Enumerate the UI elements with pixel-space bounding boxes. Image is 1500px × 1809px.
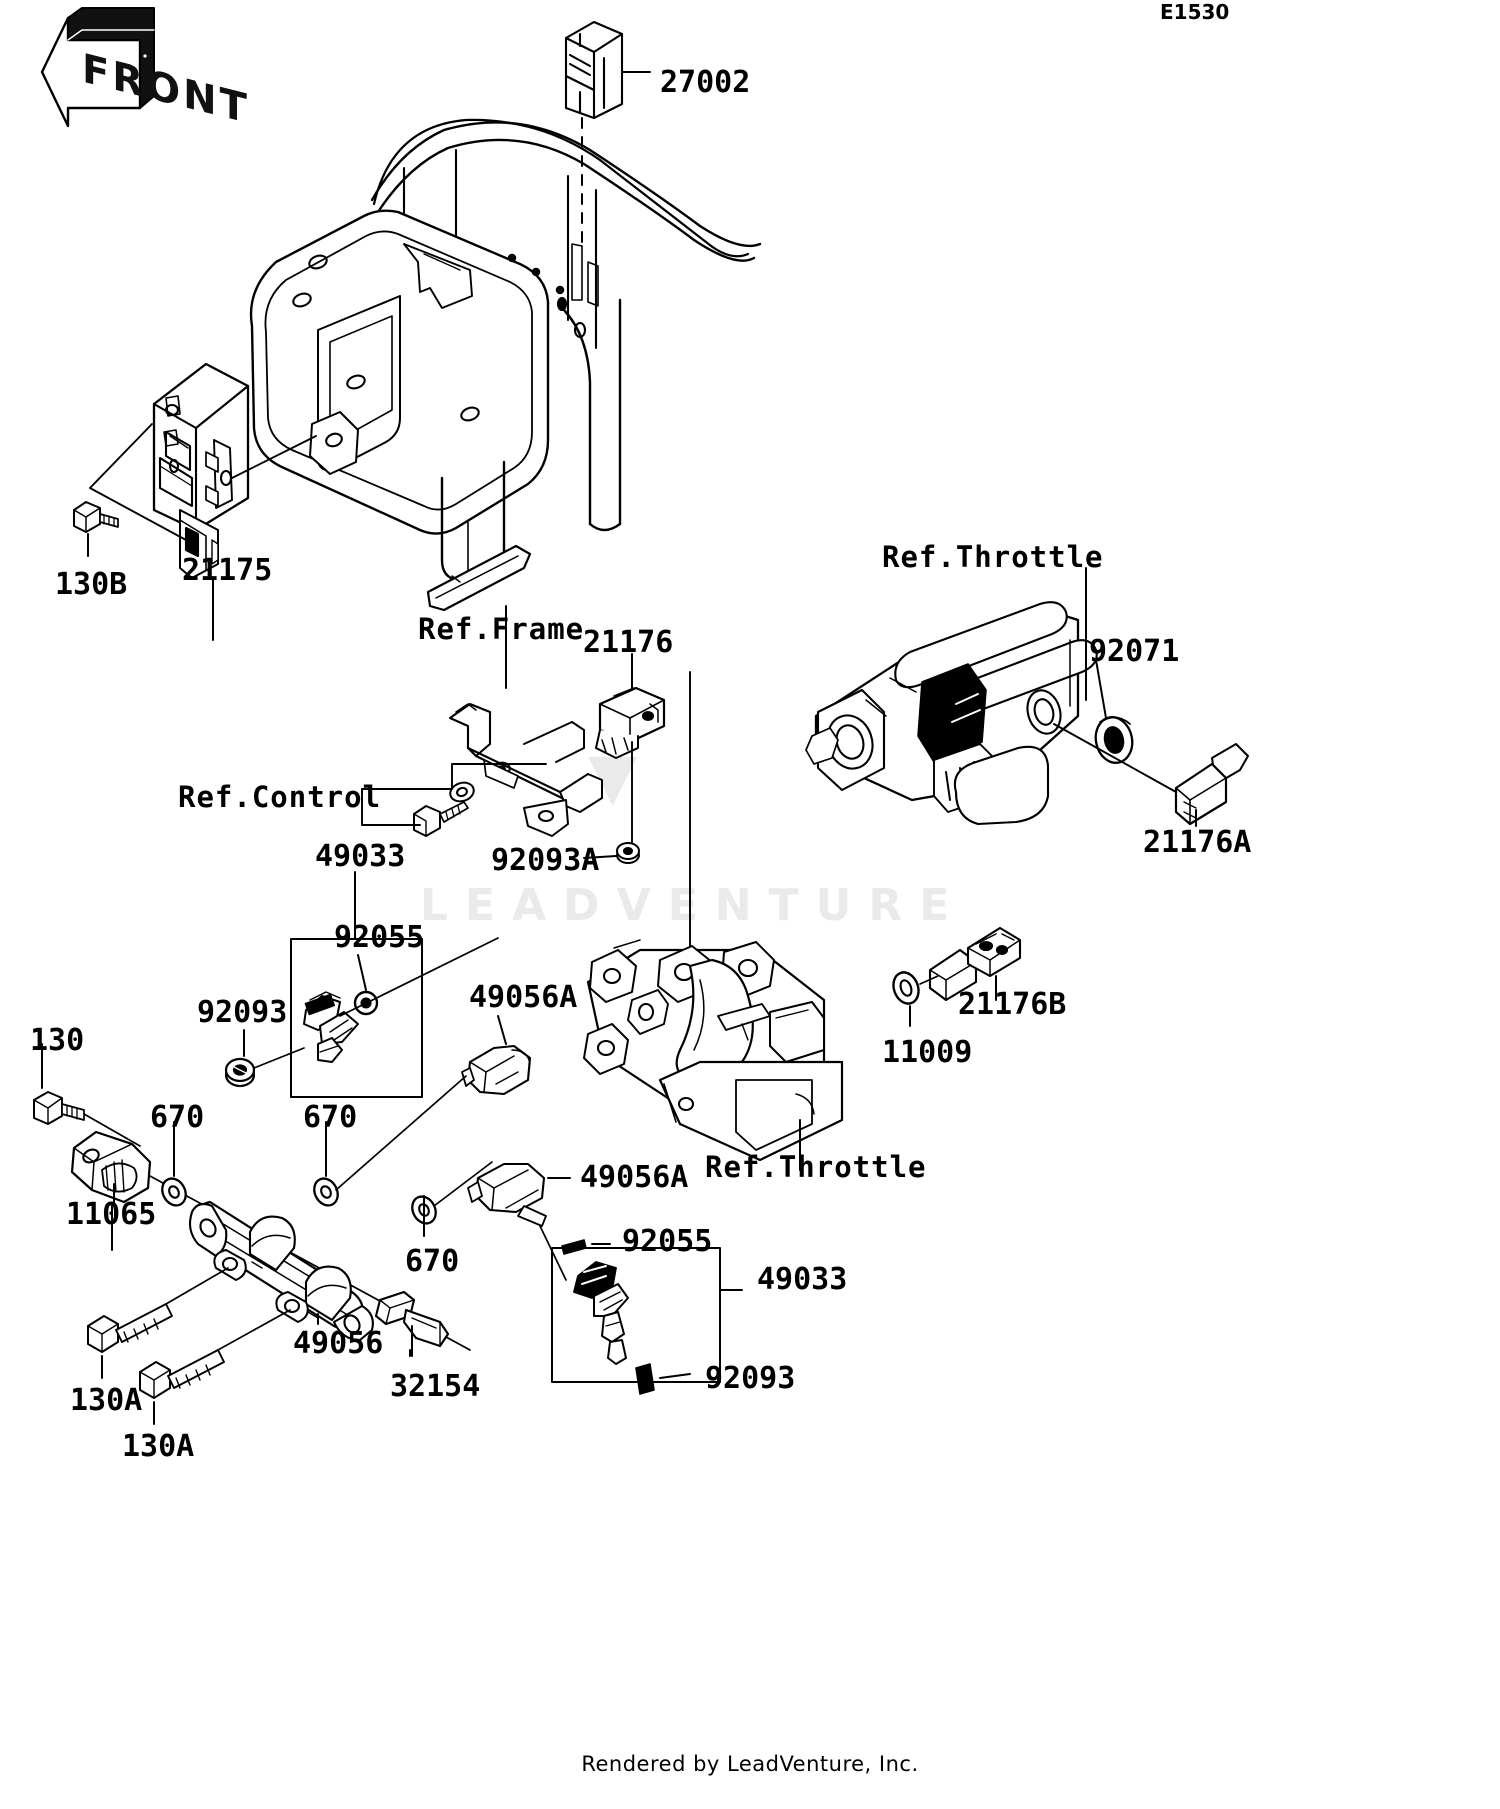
callout-92093a: 92093A bbox=[491, 843, 600, 878]
oring-670-2 bbox=[313, 1177, 339, 1207]
oring-92055-lower bbox=[561, 1239, 587, 1255]
injector-49033-top bbox=[303, 991, 359, 1063]
leader-92071 bbox=[1095, 659, 1107, 719]
sensor-connector-21176a bbox=[1174, 743, 1249, 826]
svg-text:FRONT: FRONT bbox=[82, 44, 250, 133]
callout-49056a-upper: 49056A bbox=[469, 980, 578, 1015]
callout-ref-frame: Ref.Frame bbox=[418, 612, 585, 646]
callout-130b: 130B bbox=[55, 567, 128, 602]
callout-ref-throttle-upper: Ref.Throttle bbox=[882, 540, 1104, 574]
front-arrow-icon: FRONT bbox=[40, 7, 250, 133]
callout-21176b: 21176B bbox=[958, 987, 1067, 1022]
callout-670-2: 670 bbox=[303, 1100, 358, 1135]
callout-32154: 32154 bbox=[390, 1369, 481, 1404]
callout-ref-control: Ref.Control bbox=[178, 780, 382, 814]
pipe-joint-49056a-lower bbox=[467, 1162, 547, 1227]
control-bracket bbox=[448, 702, 603, 837]
callout-92093-left: 92093 bbox=[197, 995, 288, 1030]
callout-49056: 49056 bbox=[293, 1326, 384, 1361]
group-box-49033-lower bbox=[551, 1247, 721, 1383]
callout-11065: 11065 bbox=[66, 1197, 157, 1232]
cap-11065 bbox=[70, 1130, 152, 1204]
leader-21176a-link bbox=[1053, 723, 1177, 793]
leader-92093a bbox=[583, 855, 617, 859]
bolt-130b bbox=[73, 501, 119, 533]
pipe-32154 bbox=[374, 1290, 450, 1348]
sensor-21176 bbox=[595, 686, 666, 759]
callout-670-3: 670 bbox=[405, 1244, 460, 1279]
callout-92055-lower: 92055 bbox=[622, 1224, 713, 1259]
callout-130a-2: 130A bbox=[122, 1429, 195, 1464]
throttle-body-lower bbox=[583, 939, 844, 1162]
sensor-21176b bbox=[928, 926, 1022, 1002]
callout-49033-top: 49033 bbox=[315, 839, 406, 874]
bolt-ref-control bbox=[413, 801, 469, 837]
callout-21176: 21176 bbox=[583, 625, 674, 660]
callout-130: 130 bbox=[30, 1023, 85, 1058]
seal-92093-left bbox=[224, 1057, 256, 1088]
leader-92055-top bbox=[357, 954, 367, 991]
leader-92093-lower bbox=[659, 1373, 691, 1379]
callout-130a-1: 130A bbox=[70, 1383, 143, 1418]
bolt-130a-2 bbox=[139, 1309, 291, 1399]
relay-27002 bbox=[564, 20, 624, 120]
group-box-49033-top bbox=[290, 938, 423, 1098]
gasket-11009 bbox=[892, 971, 920, 1005]
throttle-body-upper bbox=[805, 601, 1098, 826]
leader-49056a-upper bbox=[497, 1015, 507, 1045]
callout-92093-lower: 92093 bbox=[705, 1361, 796, 1396]
frame-assembly bbox=[249, 118, 762, 612]
callout-27002: 27002 bbox=[660, 65, 751, 100]
pipe-joint-49056a-upper bbox=[461, 1044, 532, 1096]
callout-11009: 11009 bbox=[882, 1035, 973, 1070]
callout-21175: 21175 bbox=[182, 553, 273, 588]
injector-49033-lower bbox=[573, 1261, 629, 1365]
callout-ref-throttle-lower: Ref.Throttle bbox=[705, 1150, 927, 1184]
callout-21176a: 21176A bbox=[1143, 825, 1252, 860]
callout-670-1: 670 bbox=[150, 1100, 205, 1135]
diagram-code: E1530 bbox=[1160, 0, 1230, 24]
callout-92071: 92071 bbox=[1089, 634, 1180, 669]
oring-670-1 bbox=[161, 1177, 187, 1207]
seal-92093a bbox=[616, 842, 640, 864]
oring-92055-top bbox=[353, 990, 379, 1016]
footer-credit: Rendered by LeadVenture, Inc. bbox=[581, 1752, 919, 1776]
seal-92093-lower bbox=[635, 1363, 655, 1395]
callout-49056a-lower: 49056A bbox=[580, 1160, 689, 1195]
callout-49033-lower: 49033 bbox=[757, 1262, 848, 1297]
washer-ref-control bbox=[449, 781, 475, 803]
bolt-130a-1 bbox=[87, 1267, 229, 1353]
bolt-130 bbox=[33, 1091, 85, 1125]
fuel-delivery-pipe-49056 bbox=[188, 1200, 374, 1342]
ecu-21175 bbox=[152, 362, 250, 579]
callout-92055-top: 92055 bbox=[334, 920, 425, 955]
